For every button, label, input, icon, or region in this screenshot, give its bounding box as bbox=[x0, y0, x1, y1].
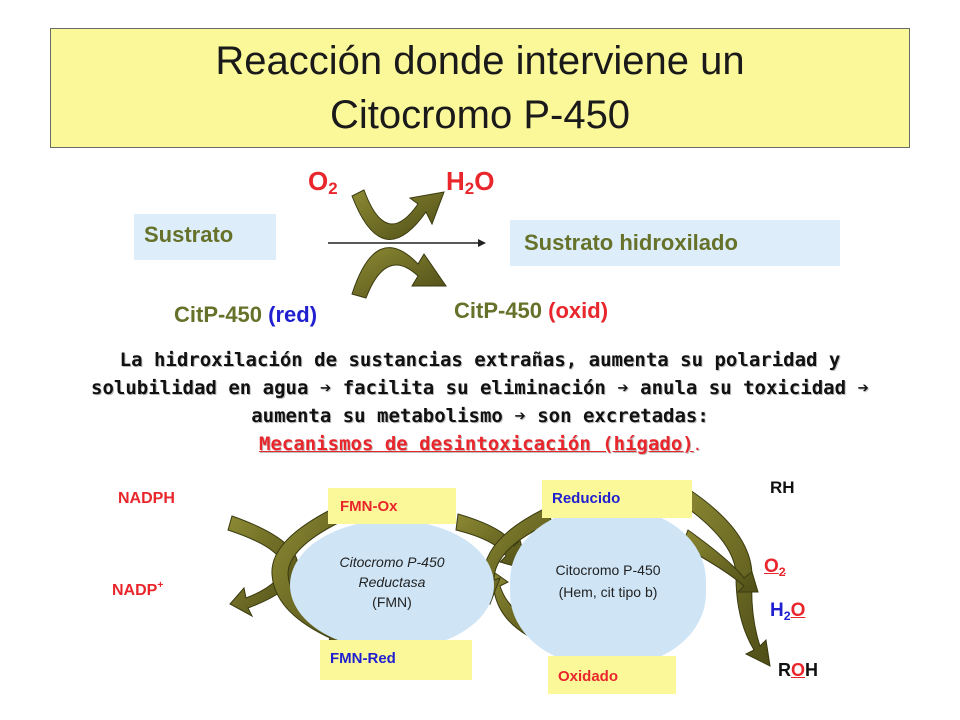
reducido-box: Reducido bbox=[542, 480, 692, 518]
explanation-line-4: Mecanismos de desintoxicación (hígado). bbox=[259, 433, 701, 455]
fmn-ox-label: FMN-Ox bbox=[340, 498, 398, 515]
explanation-line-1: La hidroxilación de sustancias extrañas,… bbox=[119, 349, 841, 371]
o2-label-bottom: O2 bbox=[764, 556, 786, 579]
citp-oxid-label: CitP-450 (oxid) bbox=[454, 298, 609, 323]
reductase-line-2: Reductasa bbox=[358, 574, 426, 590]
citp-red-label: CitP-450 (red) bbox=[174, 302, 318, 327]
h2o-label-bottom: H2O bbox=[770, 600, 806, 623]
arrow-icon: ➔ bbox=[319, 377, 332, 399]
sustrato-box: Sustrato bbox=[134, 214, 276, 260]
curved-arrow-rh-to-roh bbox=[675, 489, 771, 667]
sustrato-hidroxilado-box: Sustrato hidroxilado bbox=[510, 220, 840, 266]
reductase-line-1: Citocromo P-450 bbox=[339, 554, 445, 570]
sustrato-label: Sustrato bbox=[144, 222, 234, 247]
fmn-red-box: FMN-Red bbox=[320, 640, 472, 680]
nadp-plus-label: NADP+ bbox=[112, 580, 164, 599]
explanation-paragraph: La hidroxilación de sustancias extrañas,… bbox=[20, 346, 940, 460]
title-line-2: Citocromo P-450 bbox=[329, 93, 631, 137]
roh-label: ROH bbox=[778, 660, 819, 680]
explanation-line-3: aumenta su metabolismo ➔ son excretadas: bbox=[251, 405, 709, 427]
oxidado-box: Oxidado bbox=[548, 656, 676, 694]
title-banner: Reacción donde interviene un Citocromo P… bbox=[50, 28, 910, 148]
curved-arrow-o2-to-h2o-bottom bbox=[681, 529, 759, 593]
title-line-1: Reacción donde interviene un bbox=[215, 39, 745, 83]
p450-line-1: Citocromo P-450 bbox=[555, 562, 661, 578]
curved-arrow-cit-red-to-oxid bbox=[351, 247, 447, 299]
sustrato-hidroxilado-label: Sustrato hidroxilado bbox=[524, 230, 738, 255]
explanation-line-2: solubilidad en agua ➔ facilita su elimin… bbox=[91, 377, 869, 399]
h2o-label-top: H2O bbox=[446, 166, 495, 198]
fmn-ox-box: FMN-Ox bbox=[328, 488, 456, 524]
arrow-icon: ➔ bbox=[514, 405, 526, 427]
o2-label-top: O2 bbox=[308, 166, 338, 198]
curved-arrow-o2-to-h2o bbox=[351, 189, 445, 240]
fmn-red-label: FMN-Red bbox=[330, 650, 396, 667]
reducido-label: Reducido bbox=[552, 490, 621, 507]
nadph-label: NADPH bbox=[118, 490, 175, 507]
rh-label: RH bbox=[770, 478, 795, 497]
reductase-ellipse: Citocromo P-450 Reductasa (FMN) bbox=[290, 520, 494, 650]
reaction-arrow-main bbox=[328, 239, 486, 247]
p450-line-2: (Hem, cit tipo b) bbox=[558, 584, 658, 600]
reductase-line-3: (FMN) bbox=[372, 594, 412, 610]
arrow-icon: ➔ bbox=[857, 377, 869, 399]
oxidado-label: Oxidado bbox=[558, 668, 619, 685]
p450-ellipse: Citocromo P-450 (Hem, cit tipo b) bbox=[510, 508, 706, 666]
arrow-icon: ➔ bbox=[617, 377, 629, 399]
